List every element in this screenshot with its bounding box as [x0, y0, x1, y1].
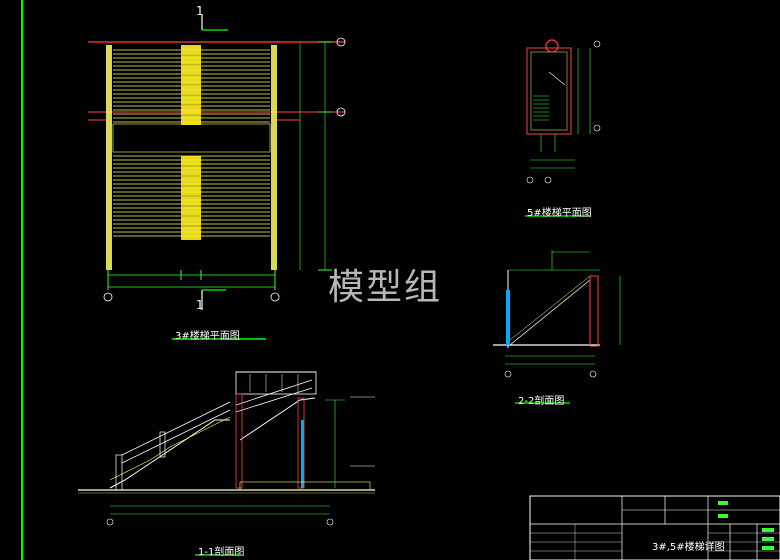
title-block[interactable]: [529, 495, 780, 560]
section-11-title: 1-1剖面图: [198, 547, 245, 558]
stair-plan-5[interactable]: [525, 39, 601, 217]
plan-5-title: 5#楼梯平面图: [527, 208, 592, 219]
title-block-drawing-name: 3#,5#楼梯详图: [652, 542, 725, 553]
section-1-1[interactable]: [78, 371, 375, 556]
plan-3-title: 3#楼梯平面图: [175, 331, 240, 342]
lower-central-strip: [181, 156, 201, 240]
watermark-text: 模型组: [328, 267, 443, 308]
section-mark-bottom: 1: [196, 298, 204, 312]
section-22-title: 2-2剖面图: [518, 396, 565, 407]
section-2-2[interactable]: [493, 250, 621, 404]
section-mark-top: 1: [196, 4, 204, 18]
stair-plan-3[interactable]: [88, 15, 346, 340]
